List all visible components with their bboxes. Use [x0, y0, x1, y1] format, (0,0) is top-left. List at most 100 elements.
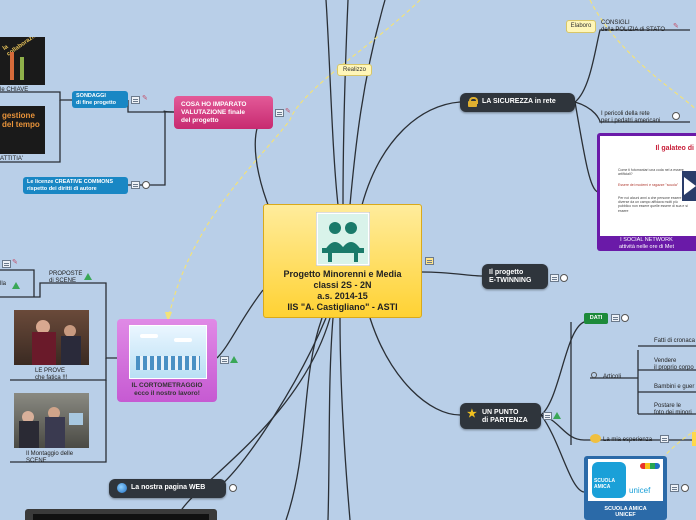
- fatti-label[interactable]: Fatti di cronaca: [654, 338, 696, 344]
- elaboro-text: Elaboro: [570, 23, 592, 29]
- chiave-label[interactable]: le CHIAVE: [0, 87, 29, 93]
- central-topic[interactable]: Progetto Minorenni e Media classi 2S - 2…: [263, 204, 422, 318]
- attitia-label[interactable]: ATTITIA': [0, 156, 24, 162]
- note-icon[interactable]: [611, 314, 620, 322]
- central-title-line: IIS "A. Castigliano" - ASTI: [287, 302, 398, 312]
- sondaggi-line: di fine progetto: [76, 99, 117, 106]
- vendere-label[interactable]: Vendere il proprio corpo: [654, 358, 694, 372]
- clock-icon[interactable]: [672, 112, 680, 120]
- consigli-label[interactable]: CONSIGLI della POLIZIA di STATO: [601, 20, 665, 34]
- note-icon[interactable]: [670, 484, 679, 492]
- clock-icon[interactable]: [560, 274, 568, 282]
- etwinning-node[interactable]: Il progetto E-TWINNING: [482, 264, 548, 289]
- note-icon[interactable]: [131, 96, 140, 104]
- galateo-title: Il galateo di: [655, 145, 694, 152]
- clock-icon[interactable]: [142, 181, 150, 189]
- clock-icon[interactable]: [229, 484, 237, 492]
- drive-icon[interactable]: [84, 273, 92, 280]
- valutazione-node[interactable]: COSA HO IMPARATO VALUTAZIONE finale del …: [174, 96, 273, 129]
- note-icon[interactable]: [2, 260, 11, 268]
- dati-text: DATI: [589, 315, 603, 321]
- drive-icon[interactable]: [230, 356, 238, 363]
- scuola-caption-line: UNICEF: [615, 512, 636, 518]
- social-caption-line: attività nelle ore di Met: [618, 243, 675, 250]
- articoli-label[interactable]: Articoli: [603, 374, 622, 380]
- galateo-slide: Il galateo di Come ti fotomaniari una co…: [600, 136, 696, 236]
- consigli-line: CONSIGLI: [601, 20, 630, 26]
- sondaggi-node[interactable]: SONDAGGI di fine progetto: [72, 91, 128, 108]
- poster-stripe: [20, 57, 24, 80]
- note-icon[interactable]: [131, 181, 140, 189]
- sicurezza-node[interactable]: LA SICUREZZA in rete: [460, 93, 575, 112]
- partenza-node[interactable]: ★ UN PUNTO di PARTENZA: [460, 403, 541, 429]
- galateo-bullet: Come ti fotomaniari una coda nel a esser…: [618, 168, 684, 177]
- note-icon[interactable]: [425, 257, 434, 265]
- scuola-logo-line: AMICA: [594, 484, 611, 490]
- attachment-icon[interactable]: ✎: [673, 23, 679, 30]
- video-thumbnail[interactable]: [25, 509, 217, 520]
- scuola-caption-line: SCUOLA AMICA: [604, 506, 647, 512]
- sondaggi-line: SONDAGGI: [76, 93, 106, 99]
- note-icon[interactable]: [543, 412, 552, 420]
- unicef-logo: SCUOLA AMICA unicef: [588, 459, 663, 501]
- central-title-line: a.s. 2014-15: [317, 291, 368, 301]
- airplane-icon: [140, 334, 158, 338]
- drive-icon[interactable]: [12, 282, 20, 289]
- star-icon: ★: [467, 408, 477, 420]
- elaboro-label[interactable]: Elaboro: [566, 20, 596, 33]
- central-title-line: classi 2S - 2N: [313, 280, 372, 290]
- proposte-line: PROPOSTE: [49, 271, 83, 277]
- lla-label[interactable]: lla: [0, 281, 7, 287]
- social-network-card[interactable]: Il galateo di Come ti fotomaniari una co…: [597, 133, 696, 251]
- montaggio-photo[interactable]: [14, 393, 89, 448]
- esperienza-label[interactable]: La mia esperienza: [603, 437, 653, 443]
- prove-line: che fatica !!!: [35, 375, 68, 381]
- attachment-icon[interactable]: ✎: [12, 259, 18, 266]
- clock-icon[interactable]: [621, 314, 629, 322]
- postare-line: Postare le: [654, 403, 682, 409]
- magnifier-icon: [591, 372, 597, 378]
- globe-icon: [117, 483, 127, 493]
- licenze-line: Le licenze CREATIVE COMMONS: [27, 179, 114, 185]
- cortometraggio-image: [129, 325, 207, 379]
- poster-image-collaborazione[interactable]: la collaborazione: [0, 37, 45, 85]
- bambini-label[interactable]: Bambini e guer: [654, 384, 695, 390]
- poster-image-tempo[interactable]: gestione del tempo: [0, 106, 45, 154]
- note-icon[interactable]: [550, 274, 559, 282]
- note-icon[interactable]: [220, 356, 229, 364]
- highlight-tab: [692, 432, 696, 446]
- video-play-icon[interactable]: [682, 171, 696, 201]
- scuola-amica-card[interactable]: SCUOLA AMICA unicef SCUOLA AMICA UNICEF: [584, 456, 667, 520]
- crowd-figures: [136, 356, 200, 370]
- dati-badge[interactable]: DATI: [584, 313, 608, 324]
- drive-icon[interactable]: [553, 412, 561, 419]
- social-caption-line: I SOCIAL NETWORK: [620, 237, 673, 243]
- valutazione-line: COSA HO IMPARATO: [181, 101, 247, 108]
- licenze-node[interactable]: Le licenze CREATIVE COMMONS rispetto dei…: [23, 177, 128, 194]
- partenza-line: UN PUNTO: [482, 409, 519, 416]
- note-icon[interactable]: [660, 435, 669, 443]
- poster-stripe: [10, 52, 14, 80]
- prove-label[interactable]: LE PROVE che fatica !!!: [35, 368, 67, 382]
- prove-photo[interactable]: [14, 310, 89, 365]
- pericoli-label[interactable]: I pericoli della rete per i pedatri amer…: [601, 111, 660, 125]
- montaggio-line: Il Montaggio delle: [26, 451, 74, 457]
- montaggio-line: SCENE: [26, 458, 47, 464]
- clock-icon[interactable]: [681, 484, 689, 492]
- poster-word: gestione del tempo: [2, 111, 40, 129]
- pagina-web-node[interactable]: La nostra pagina WEB: [109, 479, 226, 498]
- postare-label[interactable]: Postare le foto dei minori: [654, 403, 692, 417]
- central-title-line: Progetto Minorenni e Media: [283, 269, 402, 279]
- attachment-icon[interactable]: ✎: [142, 95, 148, 102]
- realizzo-label[interactable]: Realizzo: [337, 64, 372, 76]
- unicef-wordmark: unicef: [629, 486, 651, 495]
- emoji-face-icon: [590, 434, 601, 443]
- attachment-icon[interactable]: ✎: [285, 108, 291, 115]
- proposte-label[interactable]: PROPOSTE di SCENE: [49, 271, 82, 285]
- cortometraggio-node[interactable]: IL CORTOMETRAGGIO ecco il nostro lavoro!: [117, 319, 217, 402]
- note-icon[interactable]: [275, 109, 284, 117]
- pericoli-line: I pericoli della rete: [601, 111, 650, 117]
- montaggio-label[interactable]: Il Montaggio delle SCENE: [26, 451, 73, 465]
- licenze-line: rispetto dei diritti di autore: [27, 185, 97, 192]
